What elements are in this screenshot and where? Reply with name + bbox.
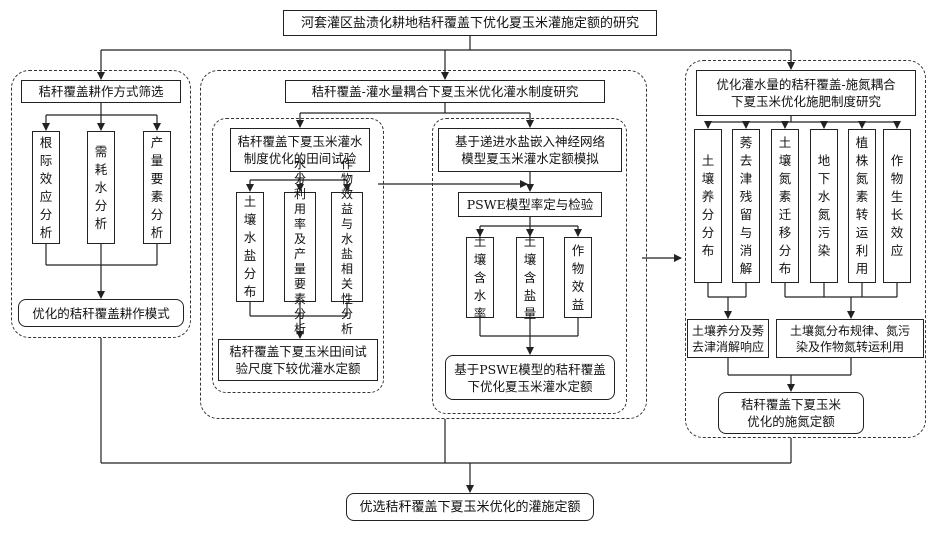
right-item-box-6: 作物生长效应: [883, 129, 911, 283]
left-item-box-1: 根际效应分析: [32, 131, 60, 244]
left-result-box: 优化的秸秆覆盖耕作模式: [18, 299, 184, 327]
right-header-box: 优化灌水量的秸秆覆盖-施氮耦合 下夏玉米优化施肥制度研究: [696, 70, 916, 116]
calib-box: PSWE模型率定与检验: [458, 192, 602, 217]
left-item-box-3: 产量要素分析: [143, 131, 171, 244]
page-title: 河套灌区盐渍化耕地秸秆覆盖下优化夏玉米灌施定额的研究: [283, 10, 657, 36]
right-item-box-4: 地下水氮污染: [810, 129, 838, 283]
right-result-line-2: 优化的施氮定额: [747, 414, 835, 429]
response2-line-1: 土壤氮分布规律、氮污: [789, 323, 910, 338]
field-header-box: 秸秆覆盖下夏玉米灌水 制度优化的田间试验: [230, 128, 370, 172]
model-header-box: 基于递进水盐嵌入神经网络 模型夏玉米灌水定额模拟: [438, 128, 622, 172]
field-result-line-2: 验尺度下较优灌水定额: [235, 361, 361, 376]
right-item-box-1: 土壤养分分布: [694, 129, 722, 283]
response1-box: 土壤养分及莠 去津消解响应: [687, 319, 769, 358]
right-result-box: 秸秆覆盖下夏玉米 优化的施氮定额: [718, 392, 864, 434]
final-result-box: 优选秸秆覆盖下夏玉米优化的灌施定额: [346, 493, 594, 521]
field-result-line-1: 秸秆覆盖下夏玉米田间试: [229, 344, 367, 359]
model-header-line-2: 模型夏玉米灌水定额模拟: [461, 151, 599, 166]
model-item-box-2: 土壤含盐量: [516, 234, 544, 321]
left-group-frame: [11, 70, 191, 338]
right-header-line-1: 优化灌水量的秸秆覆盖-施氮耦合: [716, 77, 896, 92]
model-item-box-3: 作物效益: [564, 237, 592, 318]
model-item-box-1: 土壤含水率: [466, 234, 494, 321]
middle-header-box: 秸秆覆盖-灌水量耦合下夏玉米优化灌水制度研究: [285, 80, 605, 103]
field-group-frame: [212, 118, 384, 393]
right-result-line-1: 秸秆覆盖下夏玉米: [740, 397, 841, 412]
response1-line-1: 土壤养分及莠: [691, 323, 764, 338]
middle-group-frame: [200, 70, 647, 419]
field-item-box-1: 土壤水盐分布: [236, 192, 264, 302]
right-item-box-3: 土壤氮素迁移分布: [771, 129, 799, 283]
right-item-box-2: 莠去津残留与消解: [732, 129, 760, 283]
field-item-box-3: 作物效益与水盐相关性分析: [331, 157, 363, 336]
model-result-line-2: 下优化夏玉米灌水定额: [467, 378, 593, 394]
field-result-box: 秸秆覆盖下夏玉米田间试 验尺度下较优灌水定额: [218, 339, 378, 381]
response2-line-2: 染及作物氮转运利用: [795, 339, 904, 354]
response2-box: 土壤氮分布规律、氮污 染及作物氮转运利用: [776, 319, 924, 358]
left-item-box-2: 需耗水分析: [87, 131, 115, 244]
right-item-box-5: 植株氮素转运利用: [848, 129, 876, 283]
right-group-frame: [685, 60, 926, 438]
field-header-line-2: 制度优化的田间试验: [243, 151, 357, 166]
model-result-box: 基于PSWE模型的秸秆覆盖 下优化夏玉米灌水定额: [445, 355, 615, 400]
left-header-box: 秸秆覆盖耕作方式筛选: [21, 80, 181, 103]
response1-line-2: 去津消解响应: [691, 339, 764, 354]
model-result-line-1: 基于PSWE模型的秸秆覆盖: [454, 361, 606, 377]
model-header-line-1: 基于递进水盐嵌入神经网络: [454, 134, 605, 149]
field-item-box-2: 水分利用率及产量要素分析: [284, 157, 316, 336]
right-header-line-2: 下夏玉米优化施肥制度研究: [730, 94, 881, 109]
field-header-line-1: 秸秆覆盖下夏玉米灌水: [237, 134, 363, 149]
model-group-frame: [432, 118, 627, 414]
